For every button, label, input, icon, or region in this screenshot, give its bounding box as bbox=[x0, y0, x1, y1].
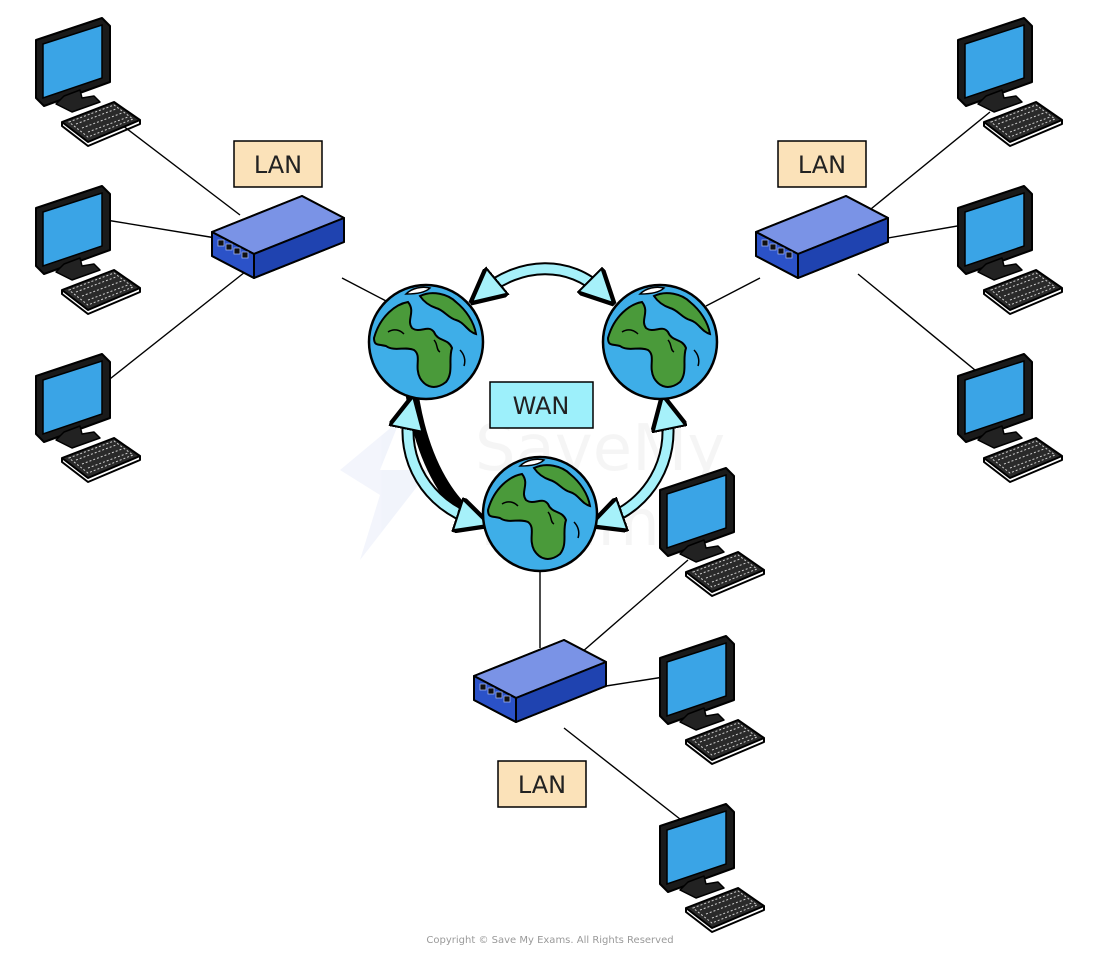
computer-bottom-1 bbox=[659, 467, 765, 597]
computer-right-1 bbox=[957, 17, 1063, 147]
lan-label-left: LAN bbox=[233, 140, 323, 188]
switch-bottom bbox=[473, 639, 607, 723]
globe-left bbox=[367, 283, 485, 401]
wan-label-text: WAN bbox=[513, 392, 570, 420]
computer-bottom-3 bbox=[659, 803, 765, 933]
lan-label-bottom: LAN bbox=[497, 760, 587, 808]
globe-bottom bbox=[481, 455, 599, 573]
wan-arrows bbox=[408, 262, 668, 520]
computer-bottom-2 bbox=[659, 635, 765, 765]
wan-label: WAN bbox=[489, 381, 594, 429]
lan-label-bottom-text: LAN bbox=[518, 771, 566, 799]
computer-left-3 bbox=[35, 353, 141, 483]
connection-lines bbox=[105, 111, 993, 831]
computer-right-2 bbox=[957, 185, 1063, 315]
globe-right bbox=[601, 283, 719, 401]
lan-label-right: LAN bbox=[777, 140, 867, 188]
copyright-text: Copyright © Save My Exams. All Rights Re… bbox=[426, 935, 673, 946]
switch-right bbox=[755, 195, 889, 279]
computer-left-2 bbox=[35, 185, 141, 315]
computer-right-3 bbox=[957, 353, 1063, 483]
lan-label-left-text: LAN bbox=[254, 151, 302, 179]
computer-left-1 bbox=[35, 17, 141, 147]
lan-label-right-text: LAN bbox=[798, 151, 846, 179]
